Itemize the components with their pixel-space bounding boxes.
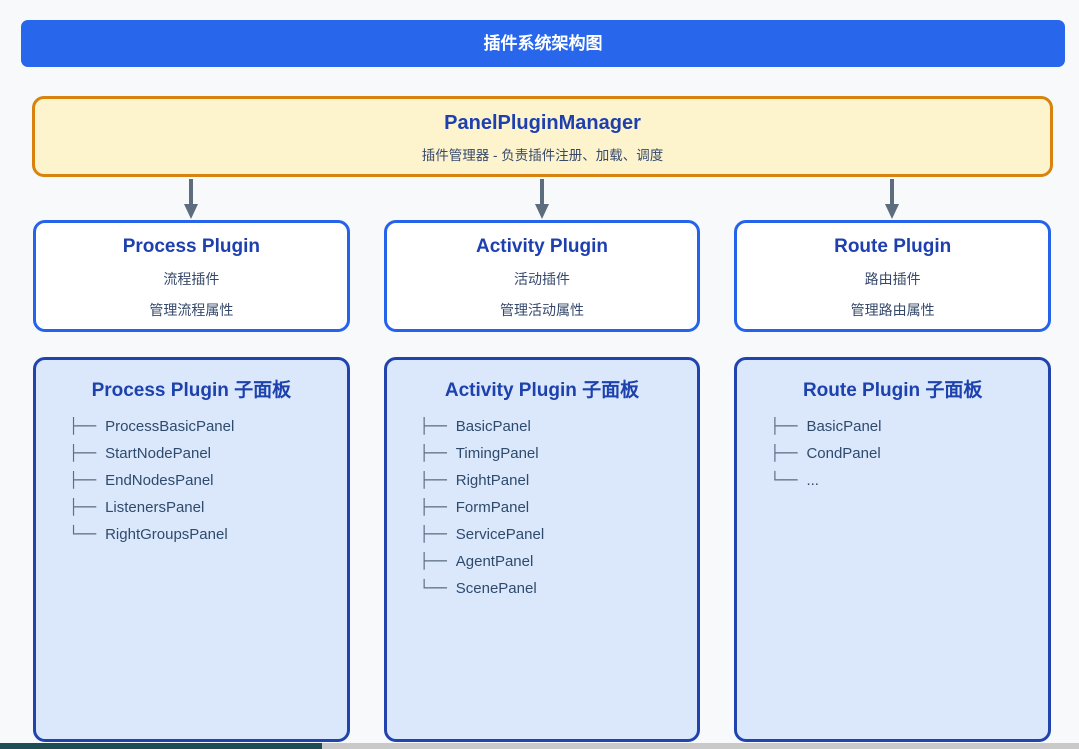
tree-item-label: ScenePanel (455, 580, 537, 597)
tree-item-label: CondPanel (806, 445, 881, 462)
plugin-description: 管理路由属性 (850, 302, 935, 318)
tree-branch-icon: ├── (419, 498, 447, 516)
down-arrow (535, 179, 549, 219)
plugin-title: Process Plugin (122, 236, 260, 257)
plugin-description: 管理流程属性 (149, 302, 234, 318)
tree-branch-icon: ├── (419, 417, 447, 435)
plugin-card-process: Process Plugin 流程插件 管理流程属性 (33, 220, 350, 332)
tree-item: ├── TimingPanel (420, 440, 698, 467)
plugin-card-route: Route Plugin 路由插件 管理路由属性 (734, 220, 1052, 332)
subpanel-title: Route Plugin 子面板 (802, 380, 983, 401)
tree-item-label: EndNodesPanel (105, 472, 214, 489)
tree-item: ├── CondPanel (770, 440, 1048, 467)
subpanel-title: Process Plugin 子面板 (91, 380, 292, 401)
diagram-title: 插件系统架构图 (21, 20, 1065, 67)
tree-branch-icon: ├── (69, 417, 97, 435)
down-arrow (885, 179, 899, 219)
tree-item: ├── ServicePanel (420, 521, 698, 548)
arrow-head-icon (184, 204, 198, 219)
plugin-cards-row: Process Plugin 流程插件 管理流程属性 Activity Plug… (33, 220, 1052, 332)
tree-branch-icon: └── (419, 579, 447, 597)
tree-branch-icon: ├── (69, 444, 97, 462)
subpanel-row: Process Plugin 子面板 ├──ProcessBasicPanel├… (33, 357, 1052, 742)
panel-tree: ├──ProcessBasicPanel├──StartNodePanel├──… (69, 413, 347, 548)
tree-branch-icon: ├── (419, 444, 447, 462)
tree-item: ├── BasicPanel (770, 413, 1048, 440)
tree-item: ├── ProcessBasicPanel (69, 413, 347, 440)
arrow-head-icon (885, 204, 899, 219)
tree-branch-icon: └── (69, 525, 97, 543)
tree-item: ├── EndNodesPanel (69, 467, 347, 494)
tree-branch-icon: ├── (419, 471, 447, 489)
plugin-subtitle: 活动插件 (514, 271, 570, 287)
tree-item: ├── StartNodePanel (69, 440, 347, 467)
tree-item: ├── FormPanel (420, 494, 698, 521)
subpanel-title: Activity Plugin 子面板 (444, 380, 640, 401)
arrow-head-icon (535, 204, 549, 219)
tree-item-label: ... (806, 472, 819, 489)
plugin-subtitle: 路由插件 (864, 271, 921, 287)
tree-item-label: AgentPanel (455, 553, 534, 570)
tree-branch-icon: └── (770, 471, 798, 489)
arrow-stem (540, 179, 544, 205)
tree-item: ├── AgentPanel (420, 548, 698, 575)
tree-item: ├── BasicPanel (420, 413, 698, 440)
subpanel-route: Route Plugin 子面板 ├── BasicPanel ├── CondPan… (734, 357, 1052, 742)
arrow-stem (890, 179, 894, 205)
tree-branch-icon: ├── (419, 525, 447, 543)
tree-item-label: BasicPanel (806, 418, 882, 435)
horizontal-scrollbar-thumb[interactable] (0, 743, 322, 749)
manager-title: PanelPluginManager (444, 112, 641, 134)
plugin-card-activity: Activity Plugin 活动插件 管理活动属性 (383, 220, 701, 332)
tree-branch-icon: ├── (69, 498, 97, 516)
arrow-stem (189, 179, 193, 205)
tree-branch-icon: ├── (69, 471, 97, 489)
plugin-title: Route Plugin (834, 236, 952, 257)
tree-branch-icon: ├── (770, 444, 798, 462)
tree-item-label: BasicPanel (455, 418, 531, 435)
tree-item: └──... (770, 467, 1048, 494)
plugin-subtitle: 流程插件 (163, 271, 220, 287)
tree-item-label: TimingPanel (455, 445, 539, 462)
tree-item: ├── RightPanel (420, 467, 698, 494)
horizontal-scrollbar-track[interactable] (0, 743, 1079, 749)
plugin-title: Activity Plugin (476, 236, 608, 257)
subpanel-process: Process Plugin 子面板 ├──ProcessBasicPanel├… (33, 357, 350, 742)
tree-item: └── ScenePanel (420, 575, 698, 602)
tree-item: ├── ListenersPanel (69, 494, 347, 521)
tree-item-label: StartNodePanel (105, 445, 211, 462)
tree-branch-icon: ├── (770, 417, 798, 435)
down-arrow (184, 179, 198, 219)
tree-branch-icon: ├── (419, 552, 447, 570)
tree-item-label: RightGroupsPanel (105, 526, 228, 543)
tree-item-label: RightPanel (455, 472, 530, 489)
panel-tree: ├── BasicPanel ├── TimingPanel ├── RightPanel… (420, 413, 698, 602)
plugin-description: 管理活动属性 (500, 302, 584, 318)
manager-subtitle: 插件管理器 - 负责插件注册、加载、调度 (421, 148, 664, 163)
tree-item-label: ProcessBasicPanel (105, 418, 235, 435)
subpanel-activity: Activity Plugin 子面板 ├── BasicPanel ├── Timi… (383, 357, 701, 742)
panel-tree: ├── BasicPanel ├── CondPanel └──... (770, 413, 1048, 494)
tree-item-label: ListenersPanel (105, 499, 205, 516)
tree-item-label: FormPanel (455, 499, 530, 516)
panel-plugin-manager-box: PanelPluginManager 插件管理器 - 负责插件注册、加载、调度 (32, 96, 1053, 177)
tree-item: └── RightGroupsPanel (69, 521, 347, 548)
tree-item-label: ServicePanel (455, 526, 545, 543)
